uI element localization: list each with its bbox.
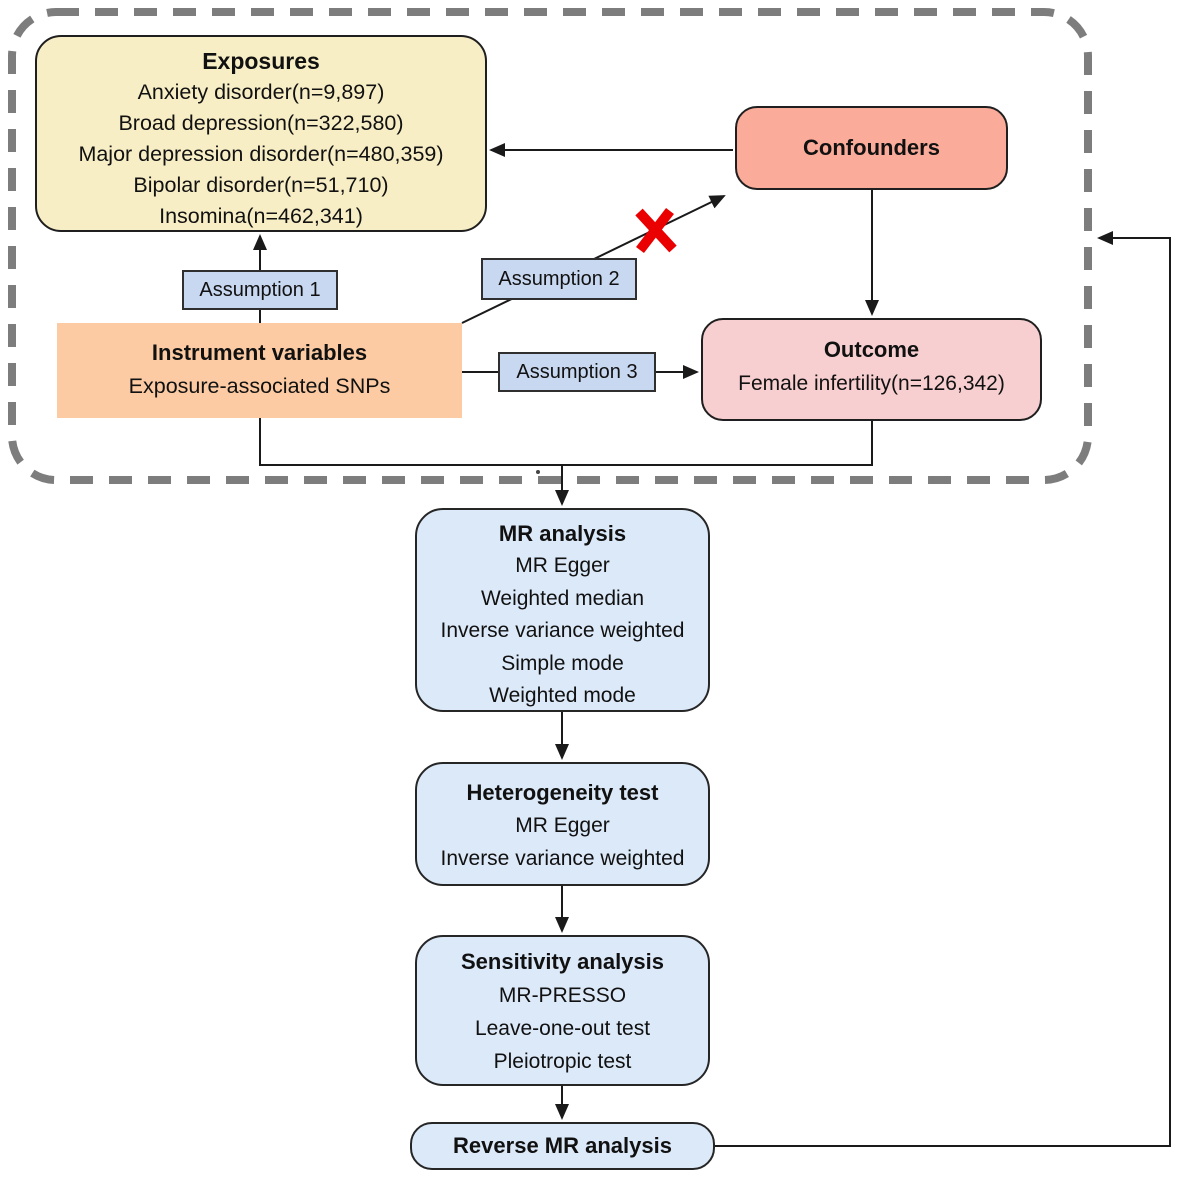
outcome-box: Outcome Female infertility(n=126,342) [701, 318, 1042, 421]
assumption-3-text: Assumption 3 [516, 360, 638, 383]
connector-joint-lines [259, 418, 873, 504]
heterogeneity-test-box: Heterogeneity test MR Egger Inverse vari… [415, 762, 710, 886]
sensitivity-analysis-title: Sensitivity analysis [461, 949, 664, 974]
confounders-box: Confounders [735, 106, 1008, 190]
exposures-title: Exposures [202, 48, 320, 74]
exposure-item: Major depression disorder(n=480,359) [78, 142, 444, 166]
outcome-title: Outcome [823, 337, 920, 362]
heterogeneity-test-title: Heterogeneity test [466, 780, 659, 805]
exposure-item: Bipolar disorder(n=51,710) [133, 173, 389, 197]
reverse-mr-analysis-title: Reverse MR analysis [453, 1133, 672, 1158]
mr-analysis-item: Inverse variance weighted [440, 619, 685, 642]
outcome-subtitle: Female infertility(n=126,342) [738, 372, 1005, 395]
reverse-mr-analysis-box: Reverse MR analysis [410, 1122, 715, 1170]
arrow-reverse-feedback-loop [715, 231, 1171, 1147]
mr-analysis-item: Simple mode [501, 651, 624, 675]
confounders-title: Confounders [803, 135, 940, 160]
mr-analysis-item: MR Egger [515, 554, 610, 577]
sensitivity-analysis-box: Sensitivity analysis MR-PRESSO Leave-one… [415, 935, 710, 1086]
instrument-variables-title: Instrument variables [151, 340, 368, 365]
mr-analysis-item: Weighted mode [489, 684, 636, 707]
mr-analysis-box: MR analysis MR Egger Weighted median Inv… [415, 508, 710, 712]
instrument-variables-subtitle: Exposure-associated SNPs [128, 374, 391, 398]
assumption-1-text: Assumption 1 [199, 278, 321, 301]
assumption-1-label: Assumption 1 [182, 270, 338, 310]
assumption-3-label: Assumption 3 [498, 352, 656, 392]
exposures-box: Exposures Anxiety disorder(n=9,897) Broa… [35, 35, 487, 232]
exposure-item: Anxiety disorder(n=9,897) [137, 80, 385, 104]
dashed-boundary [8, 8, 1092, 484]
instrument-variables-box: Instrument variables Exposure-associated… [57, 323, 462, 418]
sensitivity-analysis-item: MR-PRESSO [498, 984, 627, 1007]
exposure-item: Broad depression(n=322,580) [118, 111, 404, 135]
assumption-2-label: Assumption 2 [481, 258, 637, 300]
red-x-icon [635, 207, 677, 254]
heterogeneity-test-item: Inverse variance weighted [440, 847, 685, 870]
assumption-2-text: Assumption 2 [498, 267, 620, 290]
heterogeneity-test-item: MR Egger [515, 814, 610, 837]
sensitivity-analysis-item: Leave-one-out test [474, 1017, 651, 1040]
mr-analysis-title: MR analysis [498, 521, 627, 546]
mr-analysis-item: Weighted median [480, 586, 645, 610]
stray-mark [536, 470, 540, 474]
sensitivity-analysis-item: Pleiotropic test [493, 1050, 632, 1073]
exposure-item: Insomina(n=462,341) [159, 204, 363, 228]
